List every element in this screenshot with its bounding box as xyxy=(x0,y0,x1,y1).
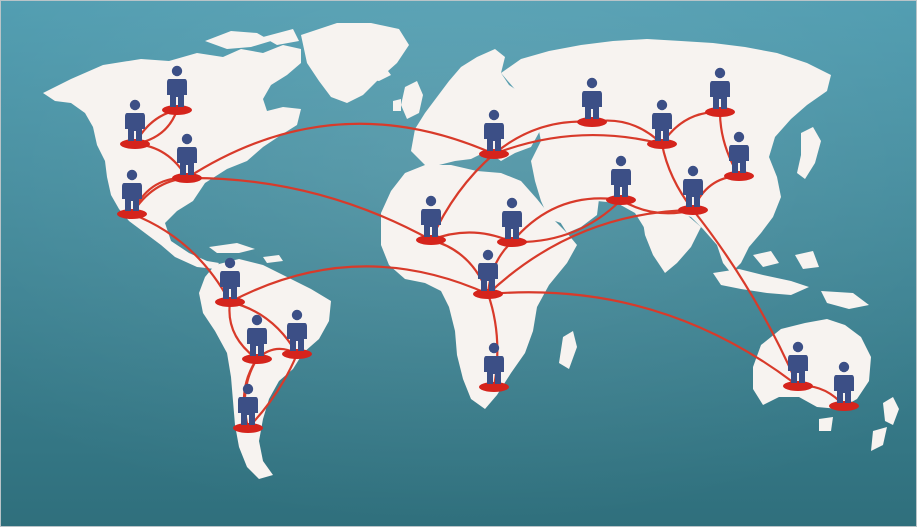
person-base xyxy=(479,382,509,392)
route-line xyxy=(492,133,664,156)
iceland xyxy=(367,67,391,81)
person-base xyxy=(497,237,527,247)
route-line xyxy=(691,208,800,388)
person-base xyxy=(242,354,272,364)
person-icon xyxy=(606,155,636,205)
person-icon xyxy=(473,249,503,299)
person-base xyxy=(783,381,813,391)
person-base xyxy=(117,209,147,219)
person-icon xyxy=(120,99,150,149)
person-icon xyxy=(282,309,312,359)
person-icon xyxy=(233,383,263,433)
person-icon xyxy=(479,342,509,392)
arabian-peninsula xyxy=(537,169,599,233)
greenland xyxy=(301,23,409,103)
north-america xyxy=(43,45,301,269)
person-icon xyxy=(647,99,677,149)
person-icon xyxy=(497,197,527,247)
person-base xyxy=(647,139,677,149)
person-base xyxy=(678,205,708,215)
person-icon xyxy=(416,195,446,245)
person-base xyxy=(606,195,636,205)
caribbean xyxy=(209,243,283,263)
person-icon xyxy=(479,109,509,159)
person-base xyxy=(473,289,503,299)
arctic-islands xyxy=(205,29,299,49)
indonesia xyxy=(713,251,869,309)
person-icon xyxy=(172,133,202,183)
person-icon xyxy=(242,314,272,364)
person-base xyxy=(162,105,192,115)
person-base xyxy=(120,139,150,149)
route-line xyxy=(185,122,496,180)
madagascar xyxy=(559,331,577,369)
person-icon xyxy=(577,77,607,127)
person-icon xyxy=(829,361,859,411)
route-line xyxy=(486,208,695,296)
person-base xyxy=(829,401,859,411)
route-line xyxy=(185,176,433,242)
person-icon xyxy=(162,65,192,115)
route-line xyxy=(228,265,490,304)
british-isles xyxy=(393,81,423,119)
india xyxy=(641,207,701,273)
people-markers xyxy=(117,65,859,433)
person-icon xyxy=(783,341,813,391)
person-base xyxy=(724,171,754,181)
person-base xyxy=(705,107,735,117)
route-line xyxy=(130,212,232,304)
person-icon xyxy=(724,131,754,181)
person-icon xyxy=(705,67,735,117)
person-icon xyxy=(678,165,708,215)
person-base xyxy=(479,149,509,159)
person-icon xyxy=(215,257,245,307)
new-zealand xyxy=(871,397,899,451)
person-base xyxy=(233,423,263,433)
japan xyxy=(797,127,821,179)
route-line xyxy=(486,291,800,388)
person-icon xyxy=(117,169,147,219)
person-base xyxy=(215,297,245,307)
tasmania xyxy=(819,417,833,431)
person-base xyxy=(282,349,312,359)
person-base xyxy=(172,173,202,183)
person-base xyxy=(577,117,607,127)
person-base xyxy=(416,235,446,245)
